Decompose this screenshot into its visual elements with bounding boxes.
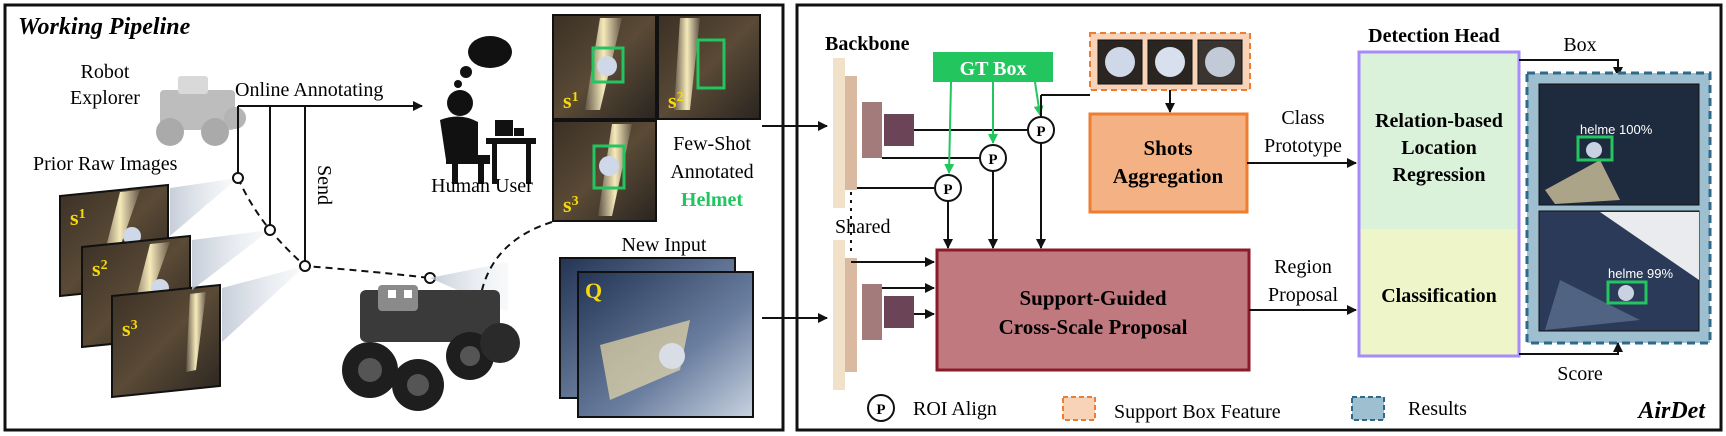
- backbone-upper-l3: [862, 102, 882, 158]
- right-panel-frame: [795, 3, 1723, 432]
- gt-box-label: GT Box: [960, 58, 1027, 80]
- waypoint-3: [299, 260, 311, 272]
- online-annotating-label: Online Annotating: [235, 79, 383, 101]
- shot-s1-label: s1: [563, 88, 579, 113]
- roi-node-1: P: [934, 174, 962, 202]
- robot-explorer-icon: [156, 76, 246, 146]
- left-panel-title: Working Pipeline: [18, 14, 191, 40]
- backbone-upper-l2: [845, 76, 857, 190]
- airdet-brand: AirDet: [1636, 398, 1706, 424]
- camera-cone-1: [170, 178, 238, 236]
- support-guided-label-2: Cross-Scale Proposal: [999, 315, 1188, 339]
- support-guided-proposal-block: [935, 248, 1251, 372]
- result-image-2: helme 99%: [1538, 210, 1700, 332]
- score-label: Score: [1557, 363, 1603, 385]
- camera-cone-2: [192, 230, 270, 290]
- box-label: Box: [1563, 34, 1596, 56]
- region-proposal-label-2: Proposal: [1268, 284, 1338, 306]
- human-user-icon: [440, 36, 536, 184]
- robot-explorer-label-2: Explorer: [70, 87, 140, 109]
- svg-text:P: P: [943, 182, 952, 198]
- class-prototype-label-2: Prototype: [1264, 135, 1342, 157]
- prior-s3-label: s3: [122, 316, 138, 341]
- gt-box: [933, 52, 1053, 82]
- shot-s2-label: s2: [668, 88, 684, 113]
- legend-results: Results: [1351, 396, 1467, 421]
- region-proposal-label-1: Region: [1274, 256, 1332, 278]
- few-shot-label-1: Few-Shot: [673, 133, 751, 155]
- support-crop-2-helmet: [1155, 47, 1185, 77]
- robot-trajectory: [237, 177, 431, 279]
- shot-s3-label: s3: [563, 192, 579, 217]
- score-arrow: [1519, 342, 1623, 355]
- classification-label: Classification: [1381, 285, 1497, 307]
- support-guided-label-1: Support-Guided: [1019, 286, 1166, 310]
- robot-icon: [342, 285, 520, 411]
- shot-image-3: s3: [552, 120, 657, 222]
- relation-regression-label-2: Location: [1401, 137, 1477, 159]
- backbone-upper-l4: [884, 114, 914, 146]
- result-image-1: helme 100%: [1538, 83, 1700, 206]
- shots-aggregation-label-1: Shots: [1143, 136, 1192, 160]
- shot-image-2: s2: [657, 14, 761, 120]
- gt-arrow-1: [944, 81, 955, 174]
- detection-head-frame: [1357, 50, 1521, 358]
- box-arrow: [1519, 59, 1623, 77]
- svg-text:P: P: [988, 152, 997, 168]
- prior-s2-label: s2: [92, 256, 108, 281]
- robot-explorer-label-1: Robot: [81, 61, 130, 83]
- new-input-label: New Input: [622, 234, 707, 256]
- legend-support-box-feature: Support Box Feature: [1062, 396, 1281, 423]
- backbone-label: Backbone: [825, 33, 910, 55]
- svg-text:P: P: [876, 402, 885, 418]
- detection-head-classification: [1359, 229, 1519, 356]
- send-label: Send: [313, 165, 335, 205]
- gt-arrow-3: [1033, 81, 1044, 116]
- backbone-upper-l1: [833, 58, 845, 208]
- support-crop-1-helmet: [1105, 47, 1135, 77]
- class-prototype-label-1: Class: [1281, 107, 1325, 129]
- roi-node-3: P: [1027, 116, 1055, 144]
- camera-cone-3: [222, 266, 305, 342]
- shots-aggregation-label-2: Aggregation: [1113, 164, 1224, 188]
- shared-label: Shared: [835, 216, 891, 238]
- backbone-lower-l4: [884, 296, 914, 328]
- result-label-2: helme 99%: [1608, 266, 1673, 281]
- svg-text:P: P: [1036, 124, 1045, 140]
- shot-image-1: s1: [552, 14, 657, 120]
- detection-head-regression: [1359, 52, 1519, 229]
- prior-image-3: s3: [111, 283, 221, 399]
- prior-s1-label: s1: [70, 205, 86, 230]
- detection-head-label: Detection Head: [1368, 25, 1500, 47]
- legend-support-box-feature-label: Support Box Feature: [1114, 401, 1281, 423]
- result-label-1: helme 100%: [1580, 122, 1653, 137]
- waypoint-1: [232, 172, 244, 184]
- query-label: Q: [585, 278, 602, 303]
- shots-aggregation-block: [1088, 112, 1249, 214]
- legend-results-label: Results: [1408, 398, 1467, 420]
- backbone-lower-l3: [862, 284, 882, 340]
- roi-node-2: P: [979, 144, 1007, 172]
- relation-regression-label-3: Regression: [1393, 164, 1486, 186]
- few-shot-label-2: Annotated: [670, 161, 753, 183]
- relation-regression-label-1: Relation-based: [1375, 110, 1503, 132]
- prior-raw-images-label: Prior Raw Images: [33, 153, 178, 175]
- backbone-lower-l2: [845, 258, 857, 372]
- legend-roi-align-label: ROI Align: [913, 398, 997, 420]
- helmet-label: Helmet: [681, 189, 744, 211]
- waypoint-2: [264, 224, 276, 236]
- backbone-lower-l1: [833, 240, 845, 390]
- support-crop-3-helmet: [1205, 47, 1235, 77]
- new-input-image-front: Q: [577, 271, 754, 418]
- legend-roi-align: P ROI Align: [867, 394, 997, 422]
- human-user-label: Human User: [431, 175, 533, 197]
